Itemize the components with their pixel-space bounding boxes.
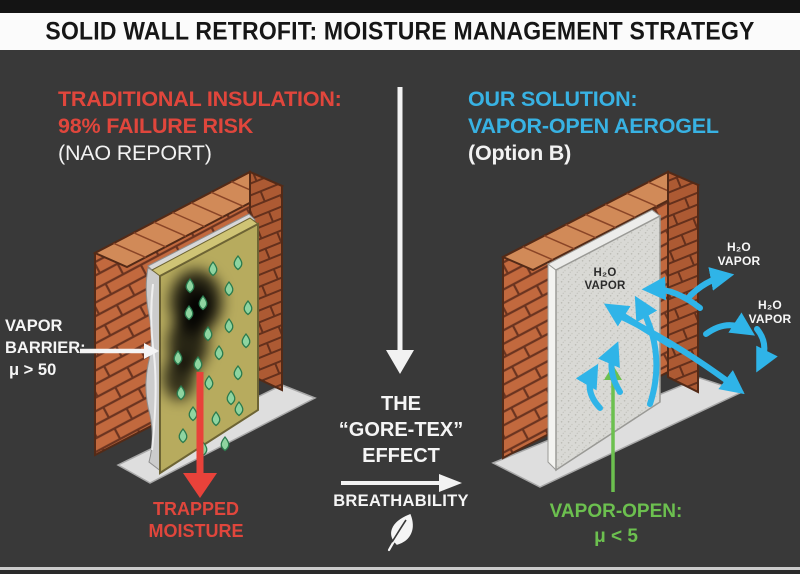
brick-top-joints xyxy=(113,181,264,258)
vapor-flow-arrow xyxy=(641,276,703,311)
title-band: SOLID WALL RETROFIT: MOISTURE MANAGEMENT… xyxy=(0,13,800,50)
brick-wall-end xyxy=(667,170,699,394)
page-title: SOLID WALL RETROFIT: MOISTURE MANAGEMENT… xyxy=(45,16,755,45)
bottom-border xyxy=(0,570,800,574)
down-arrow xyxy=(386,87,414,374)
brick-top-joints xyxy=(522,181,679,261)
vapor-flow-arrow xyxy=(685,267,735,301)
trapped-moisture-arrow xyxy=(183,372,217,498)
trapped-moisture-label: TRAPPED MOISTURE xyxy=(148,499,244,541)
top-border xyxy=(0,0,800,13)
solution-heading: OUR SOLUTION: VAPOR-OPEN AEROGEL (Option… xyxy=(468,86,719,167)
solution-option: (Option B) xyxy=(468,141,572,165)
vapor-flow-arrow xyxy=(703,312,756,337)
panel-h2o-vapor-label: H₂O VAPOR xyxy=(584,267,626,292)
vapor-barrier-label-line2: BARRIER: xyxy=(5,339,86,357)
vapor-flow-arrow xyxy=(575,363,603,411)
traditional-heading-line1: TRADITIONAL INSULATION: xyxy=(58,87,342,111)
vapor-barrier-highlight xyxy=(150,283,157,451)
vapor-flow-arrow xyxy=(634,295,660,407)
aerogel-wall-illustration xyxy=(491,170,778,492)
vapor-open-label: VAPOR-OPEN: μ < 5 xyxy=(549,501,683,547)
gore-tex-effect-label: THE “GORE-TEX” EFFECT xyxy=(338,393,464,467)
breathability-label: BREATHABILITY xyxy=(333,492,469,510)
traditional-source: (NAO REPORT) xyxy=(58,141,212,165)
bottom-divider xyxy=(0,567,800,570)
aerogel-left-edge xyxy=(547,263,557,472)
h2o-vapor-label-2: H₂O VAPOR xyxy=(748,298,792,326)
leaf-icon xyxy=(387,514,413,552)
solution-heading-line1: OUR SOLUTION: xyxy=(468,87,638,111)
vapor-flow-arrow xyxy=(754,326,778,373)
h2o-vapor-label-1: H₂O VAPOR xyxy=(717,240,761,268)
traditional-wall-illustration xyxy=(80,170,317,498)
solution-heading-line2: VAPOR-OPEN AEROGEL xyxy=(468,114,719,138)
vapor-barrier-label: VAPOR BARRIER: μ > 50 xyxy=(5,315,86,381)
traditional-heading: TRADITIONAL INSULATION: 98% FAILURE RISK… xyxy=(58,86,342,167)
vapor-barrier-label-line1: VAPOR xyxy=(5,317,63,335)
vapor-barrier-mu-value: μ > 50 xyxy=(9,361,57,379)
breathability-arrow xyxy=(341,474,462,492)
vapor-barrier-pointer-arrow xyxy=(80,343,159,359)
vapor-flow-arrows xyxy=(575,267,778,411)
vapor-flow-arrow xyxy=(597,341,623,395)
vapor-flow-arrow xyxy=(617,313,745,395)
center-annotations xyxy=(341,87,462,552)
traditional-heading-line2: 98% FAILURE RISK xyxy=(58,114,254,138)
